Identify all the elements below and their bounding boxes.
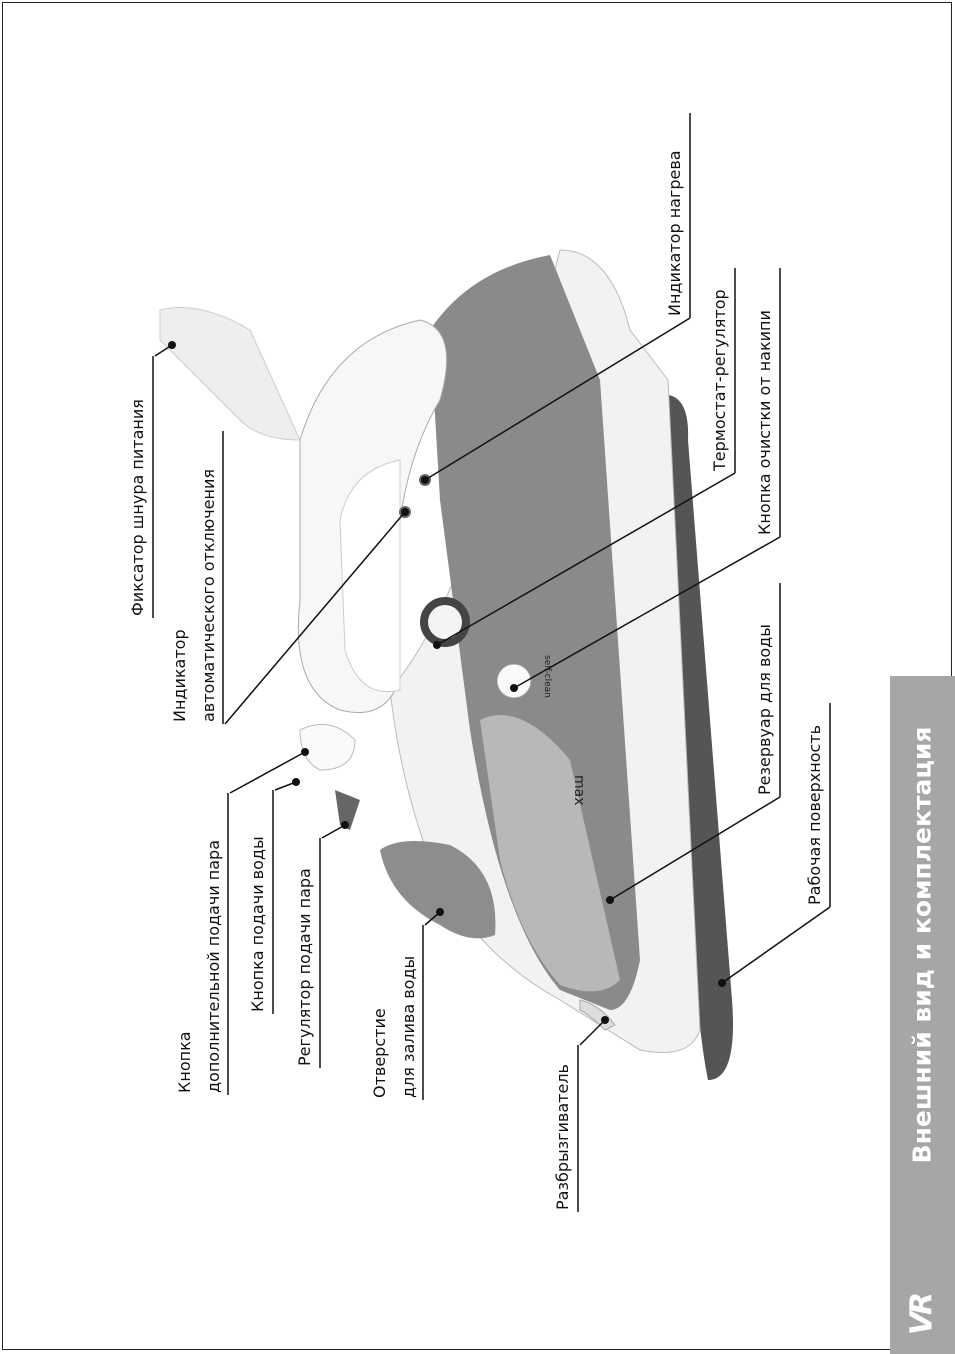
- label-water-tank: Резервуар для воды: [755, 624, 774, 795]
- label-extra-steam-button: Кнопка дополнительной подачи пара: [175, 839, 223, 1093]
- max-mark: max: [571, 775, 587, 806]
- brand-logo: VR: [904, 1294, 940, 1336]
- fill-cap: [380, 841, 496, 939]
- label-cord-holder: Фиксатор шнура питания: [128, 399, 147, 616]
- label-self-clean-button: Кнопка очистки от накипи: [755, 310, 774, 535]
- section-band: [890, 676, 955, 1354]
- top-plate: [430, 255, 640, 1010]
- label-thermostat: Термостат-регулятор: [710, 289, 729, 471]
- label-sprayer: Разбрызгиватель: [553, 1064, 572, 1210]
- self-clean-mark: self-clean: [542, 655, 552, 698]
- self-clean-knob: [496, 663, 532, 699]
- label-steam-regulator: Регулятор подачи пара: [295, 868, 314, 1066]
- label-auto-off-indicator: Индикатор автоматического отключения: [170, 468, 218, 722]
- metal-front: [480, 715, 620, 992]
- section-title: Внешний вид и комплектация: [907, 726, 937, 1164]
- label-water-button: Кнопка подачи воды: [248, 836, 267, 1012]
- label-fill-hole: Отверстие для залива воды: [370, 955, 418, 1098]
- handle-opening: [339, 459, 401, 693]
- label-soleplate: Рабочая поверхность: [805, 724, 824, 905]
- steam-slider: [335, 790, 360, 830]
- extra-steam-knob: [299, 723, 356, 771]
- label-heat-indicator: Индикатор нагрева: [665, 150, 684, 316]
- cord-area: [159, 307, 301, 441]
